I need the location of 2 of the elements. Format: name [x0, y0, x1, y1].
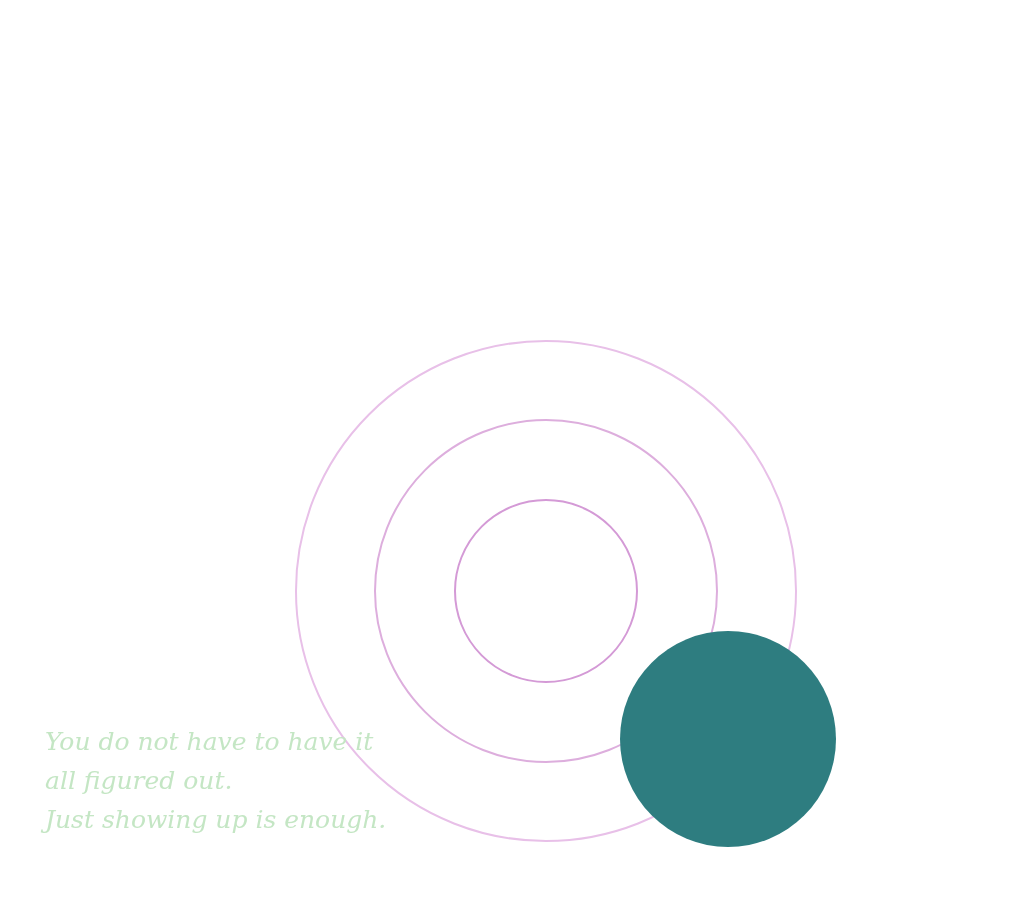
filled-circle — [620, 631, 836, 847]
quote-text: You do not have to have it all figured out. — [45, 726, 375, 797]
